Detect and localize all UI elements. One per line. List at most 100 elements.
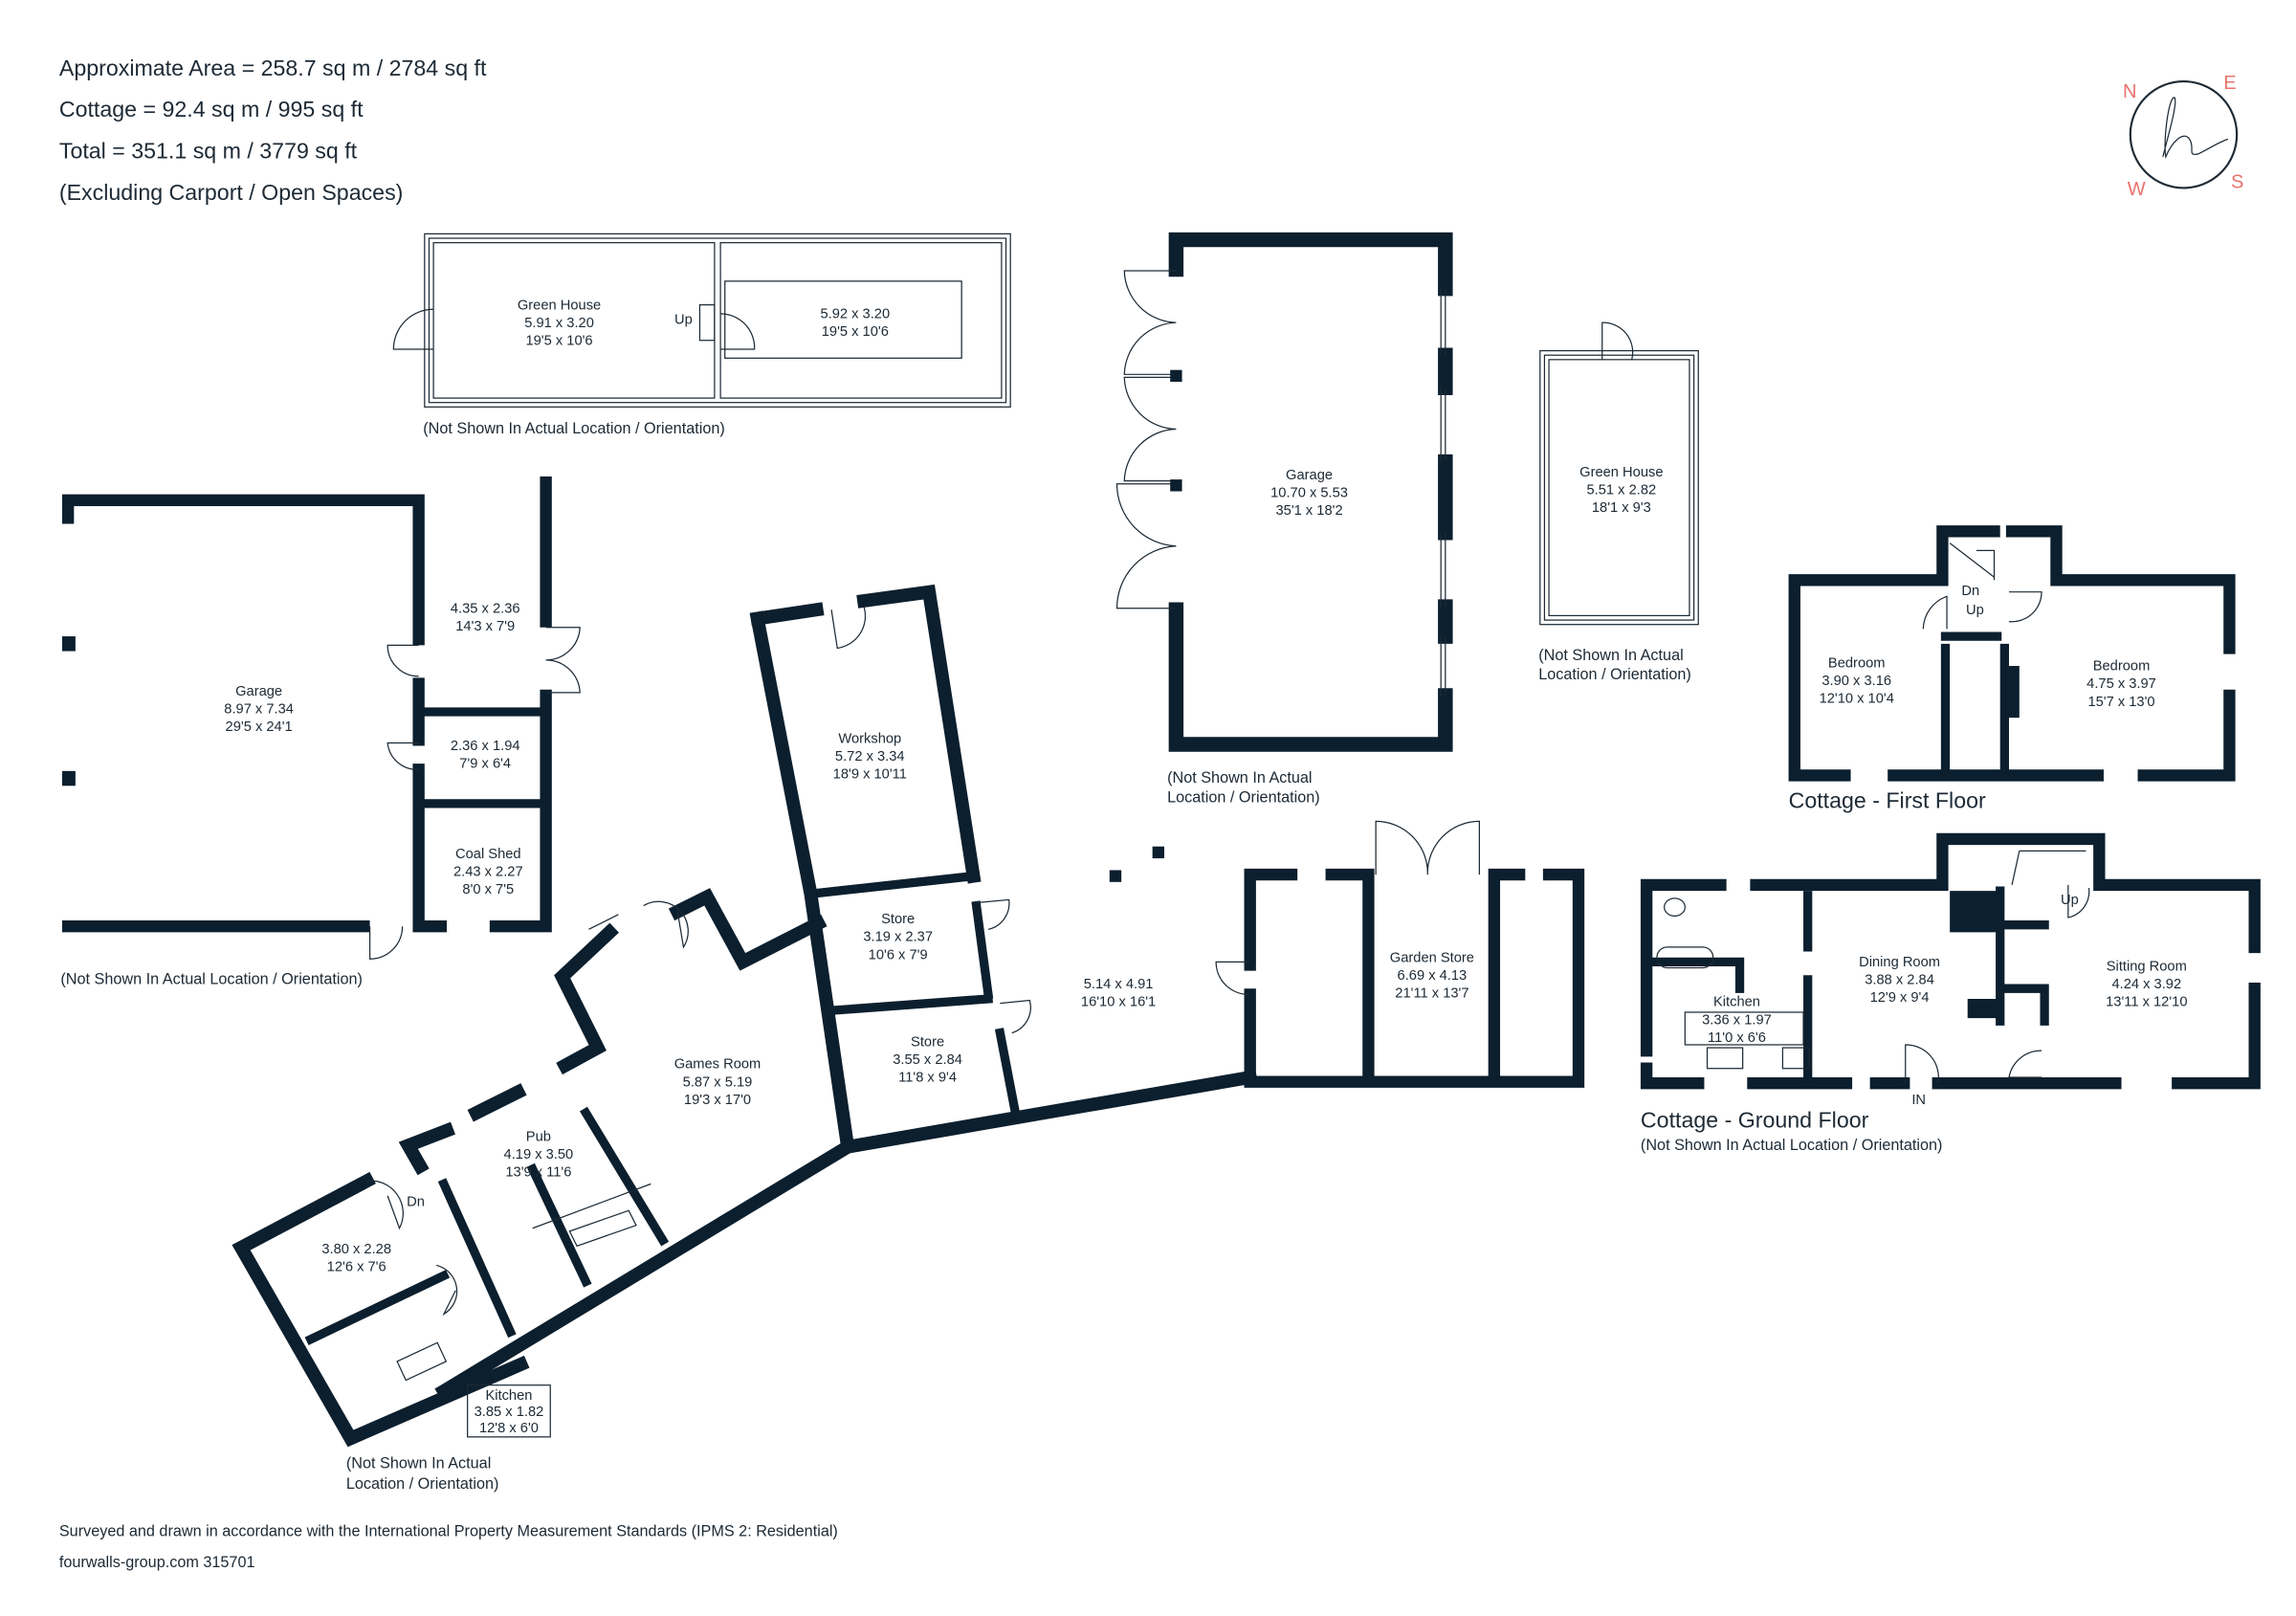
room-imperial: 15'7 x 13'0 [2087,695,2154,710]
room-imperial: 21'11 x 13'7 [1395,985,1468,1001]
wall [1640,832,2261,1090]
main-building-plan: Workshop 5.72 x 3.34 18'9 x 10'11 Store … [232,584,1585,1493]
compass-east: E [2223,73,2236,94]
compass-ring-icon [2129,79,2239,189]
room-imperial: 19'5 x 10'6 [525,333,592,348]
room-name: Coal Shed [455,847,521,862]
room-imperial: 11'0 x 6'6 [1708,1030,1766,1046]
exclusion-note: (Excluding Carport / Open Spaces) [59,180,404,205]
room-imperial: 12'9 x 9'4 [1870,990,1930,1006]
wall [749,584,982,884]
room-name: Pub [526,1130,551,1145]
stairs-up-label: Up [674,313,693,328]
total-area: Total = 351.1 sq m / 3779 sq ft [59,138,358,163]
greenhouse-right-plan: Green House 5.51 x 2.82 18'1 x 9'3 (Not … [1538,321,1699,683]
kitchen-counter [1684,1011,1804,1046]
room-name: Games Room [674,1057,762,1073]
wall [412,764,448,933]
room-name: Bedroom [1828,656,1886,672]
room-name: Store [881,912,915,927]
stairs-down-label: Dn [407,1195,425,1210]
location-caption: (Not Shown In Actual Location / Orientat… [423,420,725,437]
room-metric: 4.35 x 2.36 [451,601,520,616]
wall [1788,525,2236,782]
wall [806,871,1021,1116]
door [1601,321,1634,361]
wall [232,1171,530,1448]
script-h-logo-icon [2162,97,2229,160]
wall [1543,354,1695,621]
wall [1940,631,2009,774]
room-imperial: 19'3 x 17'0 [684,1093,751,1108]
location-caption: (Not Shown In Actual Location / Orientat… [1641,1137,1943,1154]
room-metric: 2.43 x 2.27 [453,865,523,880]
room-name: Green House [1579,465,1663,480]
room-imperial: 12'10 x 10'4 [1820,692,1894,707]
location-caption: (Not Shown In Actual [1167,769,1312,786]
room-metric: 3.80 x 2.28 [321,1242,391,1257]
wall [413,707,551,808]
room-metric: 5.72 x 3.34 [835,749,905,764]
room-metric: 4.75 x 3.97 [2086,676,2156,692]
standards-note: Surveyed and drawn in accordance with th… [59,1522,838,1539]
room-name: Bedroom [2093,659,2151,675]
room-metric: 3.55 x 2.84 [893,1052,962,1068]
room-metric: 5.87 x 5.19 [683,1074,753,1090]
door [392,308,434,350]
room-imperial: 13'11 x 12'10 [2106,995,2187,1010]
hob-icon [1781,1047,1810,1070]
wall [1548,359,1690,617]
bath-icon [1656,946,1714,969]
greenhouse-top-plan: Green House 5.91 x 3.20 19'5 x 10'6 5.92… [392,232,1011,437]
compass-logo: N E W S [2123,73,2243,200]
area-summary: Approximate Area = 258.7 sq m / 2784 sq … [59,55,487,205]
sink-icon [396,1341,448,1382]
door [720,313,756,350]
bar-counter [532,1183,651,1248]
wall [1996,886,2049,1026]
chimney-breast [1950,891,1998,1019]
room-imperial: 14'3 x 7'9 [455,619,515,634]
room-name: Green House [518,298,601,313]
location-caption: (Not Shown In Actual Location / Orientat… [60,971,363,988]
room-metric: 5.91 x 3.20 [524,316,594,331]
kitchen-label-box [467,1384,551,1438]
wall [719,242,1003,399]
compass-west: W [2128,179,2146,200]
room-name: Store [911,1035,944,1051]
room-name: Dining Room [1859,955,1940,970]
room-imperial: 12'6 x 7'6 [327,1260,386,1275]
wall [1539,349,1699,626]
garage-door [1115,270,1177,609]
room-labels: Workshop 5.72 x 3.34 18'9 x 10'11 Store … [321,731,1474,1493]
room-imperial: 7'9 x 6'4 [459,757,511,772]
cottage-first-floor-plan: Bedroom 3.90 x 3.16 12'10 x 10'4 Bedroom… [1788,525,2236,813]
pillar [1170,369,1182,383]
room-imperial: 19'5 x 10'6 [822,324,889,340]
room-imperial: 10'6 x 7'9 [869,947,928,963]
location-caption: (Not Shown In Actual [1538,647,1683,664]
room-name: Kitchen [485,1388,532,1404]
pillar [1109,870,1122,882]
room-metric: 5.51 x 2.82 [1587,483,1657,498]
room-metric: 3.85 x 1.82 [475,1405,544,1420]
room-metric: 2.36 x 1.94 [451,739,520,754]
floor-title: Cottage - Ground Floor [1641,1108,1869,1133]
pillar [1170,479,1182,492]
location-caption: Location / Orientation) [1538,666,1691,683]
garage-big-plan: Garage 10.70 x 5.53 35'1 x 18'2 (Not Sho… [1115,232,1453,806]
pillar [1152,846,1165,859]
approximate-area: Approximate Area = 258.7 sq m / 2784 sq … [59,55,487,80]
pillar [61,636,76,652]
room-metric: 5.92 x 3.20 [820,307,890,322]
room-imperial: 13'9 x 11'6 [505,1165,571,1181]
room-name: Garage [235,684,282,699]
room-metric: 3.88 x 2.84 [1865,973,1934,988]
room-name: Workshop [838,731,901,746]
entrance-label: IN [1911,1093,1926,1108]
wall [434,1138,857,1401]
raised-bed [724,280,962,359]
door [1215,820,1481,996]
compass-north: N [2123,81,2137,102]
room-imperial: 12'8 x 6'0 [479,1421,539,1436]
